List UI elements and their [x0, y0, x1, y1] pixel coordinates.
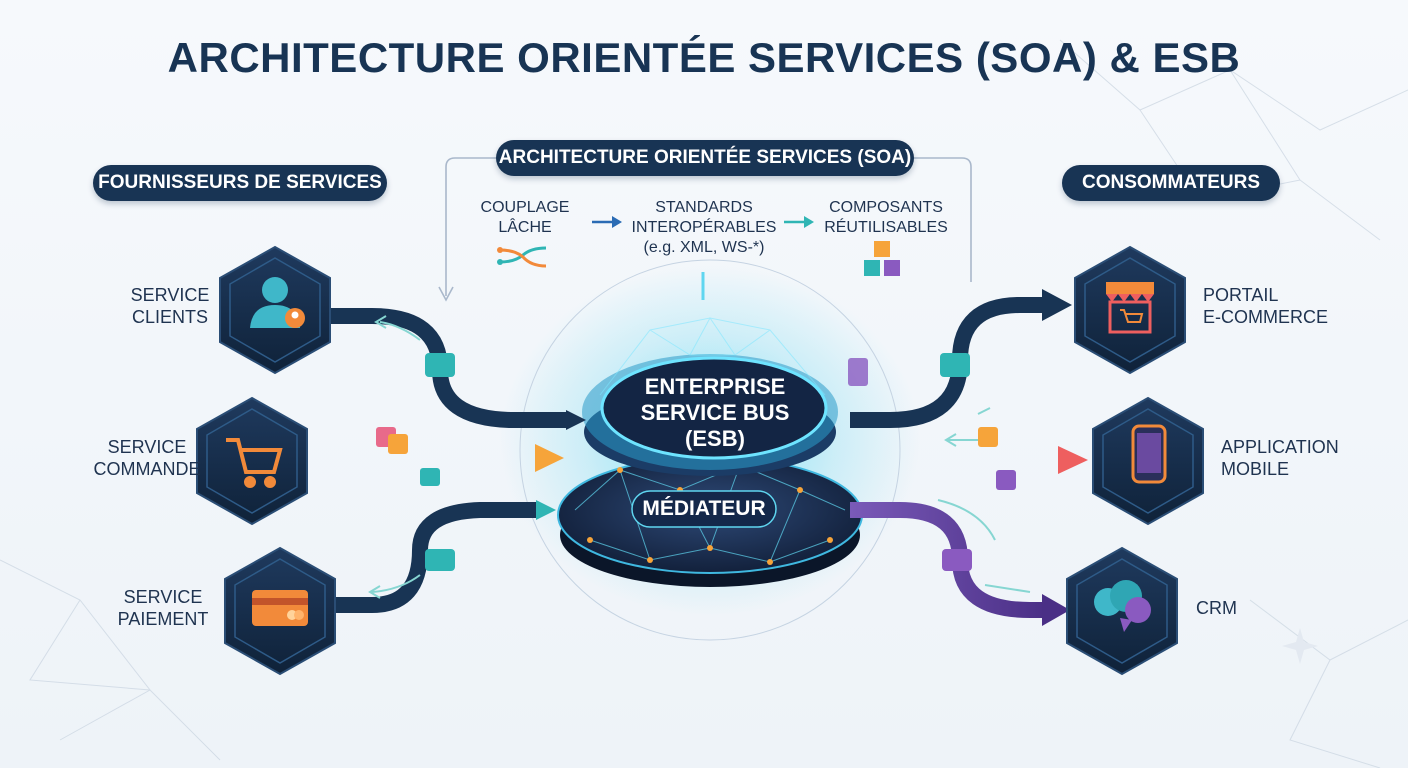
soa-principle-line: LÂCHE	[498, 219, 552, 236]
label-crm: CRM	[1196, 597, 1346, 619]
section-providers-pill: FOURNISSEURS DE SERVICES	[93, 165, 387, 201]
mediator-label: MÉDIATEUR	[642, 497, 766, 520]
label-line: SERVICE	[123, 587, 203, 607]
page-title: ARCHITECTURE ORIENTÉE SERVICES (SOA) & E…	[167, 34, 1241, 81]
soa-principle-loose-coupling: COUPLAGE LÂCHE	[470, 198, 580, 238]
sparkle-icon	[1282, 628, 1318, 664]
flow-commande-arrowhead	[535, 444, 564, 472]
esb-label-line: ENTERPRISE	[644, 374, 786, 399]
soa-principle-line: RÉUTILISABLES	[824, 219, 948, 236]
label-line: E-COMMERCE	[1203, 307, 1328, 327]
label-service-commande: SERVICE COMMANDE	[82, 436, 212, 480]
esb-label-line: SERVICE BUS	[640, 400, 790, 425]
flow-clients-arrowhead	[566, 410, 586, 430]
label-service-paiement: SERVICE PAIEMENT	[98, 586, 228, 630]
section-consumers-pill: CONSOMMATEURS	[1062, 165, 1280, 201]
cart-icon	[226, 438, 283, 488]
label-line: PAIEMENT	[117, 609, 209, 629]
chat-bubbles-icon	[1094, 580, 1151, 632]
user-icon	[250, 277, 305, 328]
section-soa-pill: ARCHITECTURE ORIENTÉE SERVICES (SOA)	[496, 140, 914, 176]
background-network	[0, 39, 1408, 768]
esb-label: ENTERPRISE SERVICE BUS (ESB)	[610, 374, 820, 452]
esb-orbit	[519, 259, 901, 641]
label-line: SERVICE	[130, 285, 210, 305]
hexagon-portail-ecommerce[interactable]	[1074, 245, 1186, 375]
label-line: SERVICE	[107, 437, 187, 457]
label-service-clients: SERVICE CLIENTS	[105, 284, 235, 328]
flow-paiement-arrowhead	[536, 500, 556, 520]
soa-principle-reusable: COMPOSANTS RÉUTILISABLES	[822, 198, 950, 238]
soa-bracket-right	[914, 157, 972, 282]
credit-card-icon	[252, 590, 308, 626]
soa-principle-example: (e.g. XML, WS-*)	[643, 239, 765, 256]
soa-bracket	[445, 157, 496, 296]
message-badges	[376, 353, 1016, 571]
mediator-plate	[631, 490, 777, 528]
soa-principle-line: COMPOSANTS	[829, 199, 943, 216]
storefront-icon	[1106, 282, 1154, 334]
reusable-blocks-icon	[864, 241, 900, 276]
label-line: CLIENTS	[131, 307, 209, 327]
flow-portail-arrowhead	[1042, 289, 1072, 321]
soa-principle-line: INTEROPÉRABLES	[631, 219, 777, 236]
loose-coupling-icon	[497, 246, 547, 268]
esb-disk	[600, 356, 828, 460]
soa-principle-line: STANDARDS	[655, 199, 753, 216]
label-line: COMMANDE	[93, 459, 201, 479]
label-line: CRM	[1196, 598, 1237, 618]
label-line: PORTAIL	[1203, 285, 1279, 305]
soa-principle-line: COUPLAGE	[480, 199, 570, 216]
flow-paiement-to-esb	[335, 502, 540, 613]
label-application-mobile: APPLICATION MOBILE	[1221, 436, 1371, 480]
label-portail-ecommerce: PORTAIL E-COMMERCE	[1203, 284, 1353, 328]
soa-principle-standards: STANDARDS INTEROPÉRABLES (e.g. XML, WS-*…	[628, 198, 780, 258]
arrow-right-icon	[592, 216, 814, 228]
label-line: MOBILE	[1221, 459, 1290, 479]
esb-dome-network	[599, 317, 826, 396]
flow-crm-arrowhead	[1042, 594, 1070, 626]
soa-bracket-arrow	[438, 286, 454, 302]
smartphone-icon	[1131, 424, 1167, 484]
flow-mobile-arrowhead	[1058, 446, 1088, 474]
hexagon-service-commande[interactable]	[196, 396, 308, 526]
esb-label-line: (ESB)	[685, 426, 745, 451]
label-line: APPLICATION	[1221, 437, 1339, 457]
